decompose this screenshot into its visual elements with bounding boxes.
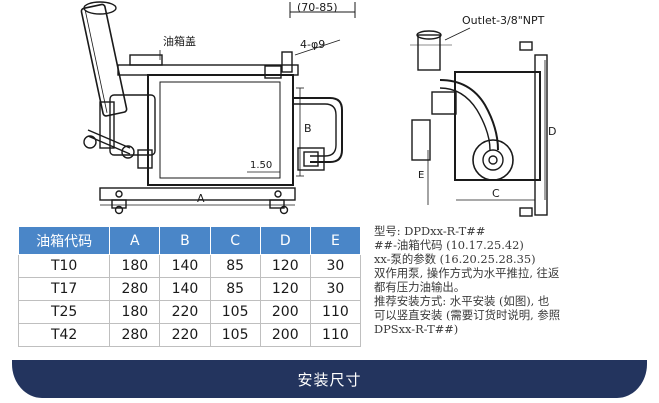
table-row: T10 180 140 85 120 30 (17, 254, 362, 278)
table-cell: 120 (259, 254, 311, 278)
table-cell: 110 (309, 323, 362, 347)
table-cell: 220 (159, 323, 211, 347)
table-header-cell: B (159, 226, 211, 255)
table-cell: 140 (159, 254, 211, 278)
table-cell: 220 (159, 300, 211, 324)
dim-label-b: B (304, 122, 312, 135)
table-cell: 105 (209, 300, 261, 324)
table-cell: 85 (209, 254, 261, 278)
table-cell: 85 (209, 277, 261, 301)
table-cell: 110 (309, 300, 362, 324)
table-header-row: 油箱代码 A B C D E (17, 226, 362, 255)
table-cell: T42 (17, 323, 111, 347)
dim-label-top: (70-85) (297, 1, 338, 14)
dim-label-a: A (197, 192, 205, 205)
note-line: 推荐安装方式: 水平安装 (如图), 也 (374, 294, 550, 308)
table-header-cell: D (259, 226, 311, 255)
note-line: 双作用泵, 操作方式为水平推拉, 往返 (374, 266, 560, 280)
table-cell: 140 (159, 277, 211, 301)
table-cell: 280 (109, 323, 161, 347)
note-line: DPSxx-R-T##) (374, 322, 459, 336)
note-line: xx-泵的参数 (16.20.25.28.35) (374, 252, 536, 266)
table-cell: 180 (109, 254, 161, 278)
table-cell: 30 (309, 277, 362, 301)
dim-label-e: E (418, 170, 424, 181)
section-footer-banner: 安装尺寸 (12, 360, 647, 398)
table-cell: 280 (109, 277, 161, 301)
label-tank-cover: 油箱盖 (163, 34, 196, 48)
table-row: T42 280 220 105 200 110 (17, 323, 362, 347)
label-holes: 4-φ9 (300, 38, 325, 51)
table-row: T17 280 140 85 120 30 (17, 277, 362, 301)
table-row: T25 180 220 105 200 110 (17, 300, 362, 324)
table-header-cell: E (309, 226, 362, 255)
table-cell: 200 (259, 300, 311, 324)
table-header-cell: 油箱代码 (17, 226, 111, 255)
table-cell: 180 (109, 300, 161, 324)
dim-label-150: 1.50 (250, 160, 272, 171)
tank-dimension-table: 油箱代码 A B C D E T10 180 140 85 120 30 T17… (17, 226, 362, 347)
table-cell: T10 (17, 254, 111, 278)
pump-drawing: (70-85) 油箱盖 4-φ9 Outlet-3/8"NPT A B C D … (80, 1, 556, 217)
footer-title: 安装尺寸 (297, 370, 362, 389)
note-line: 可以竖直安装 (需要订货时说明, 参照 (374, 308, 561, 322)
table-cell: T25 (17, 300, 111, 324)
model-notes: 型号: DPDxx-R-T## ##-油箱代码 (10.17.25.42) xx… (374, 224, 656, 336)
dim-label-c: C (492, 187, 500, 200)
table-cell: 30 (309, 254, 362, 278)
note-line: 都有压力油输出。 (374, 280, 466, 294)
label-outlet: Outlet-3/8"NPT (462, 14, 545, 27)
table-header-cell: A (109, 226, 161, 255)
note-line: 型号: DPDxx-R-T## (374, 224, 486, 238)
note-line: ##-油箱代码 (10.17.25.42) (374, 238, 524, 252)
dim-label-d: D (548, 125, 556, 138)
table-cell: 105 (209, 323, 261, 347)
table-header-cell: C (209, 226, 261, 255)
table-cell: 200 (259, 323, 311, 347)
table-cell: T17 (17, 277, 111, 301)
table-cell: 120 (259, 277, 311, 301)
